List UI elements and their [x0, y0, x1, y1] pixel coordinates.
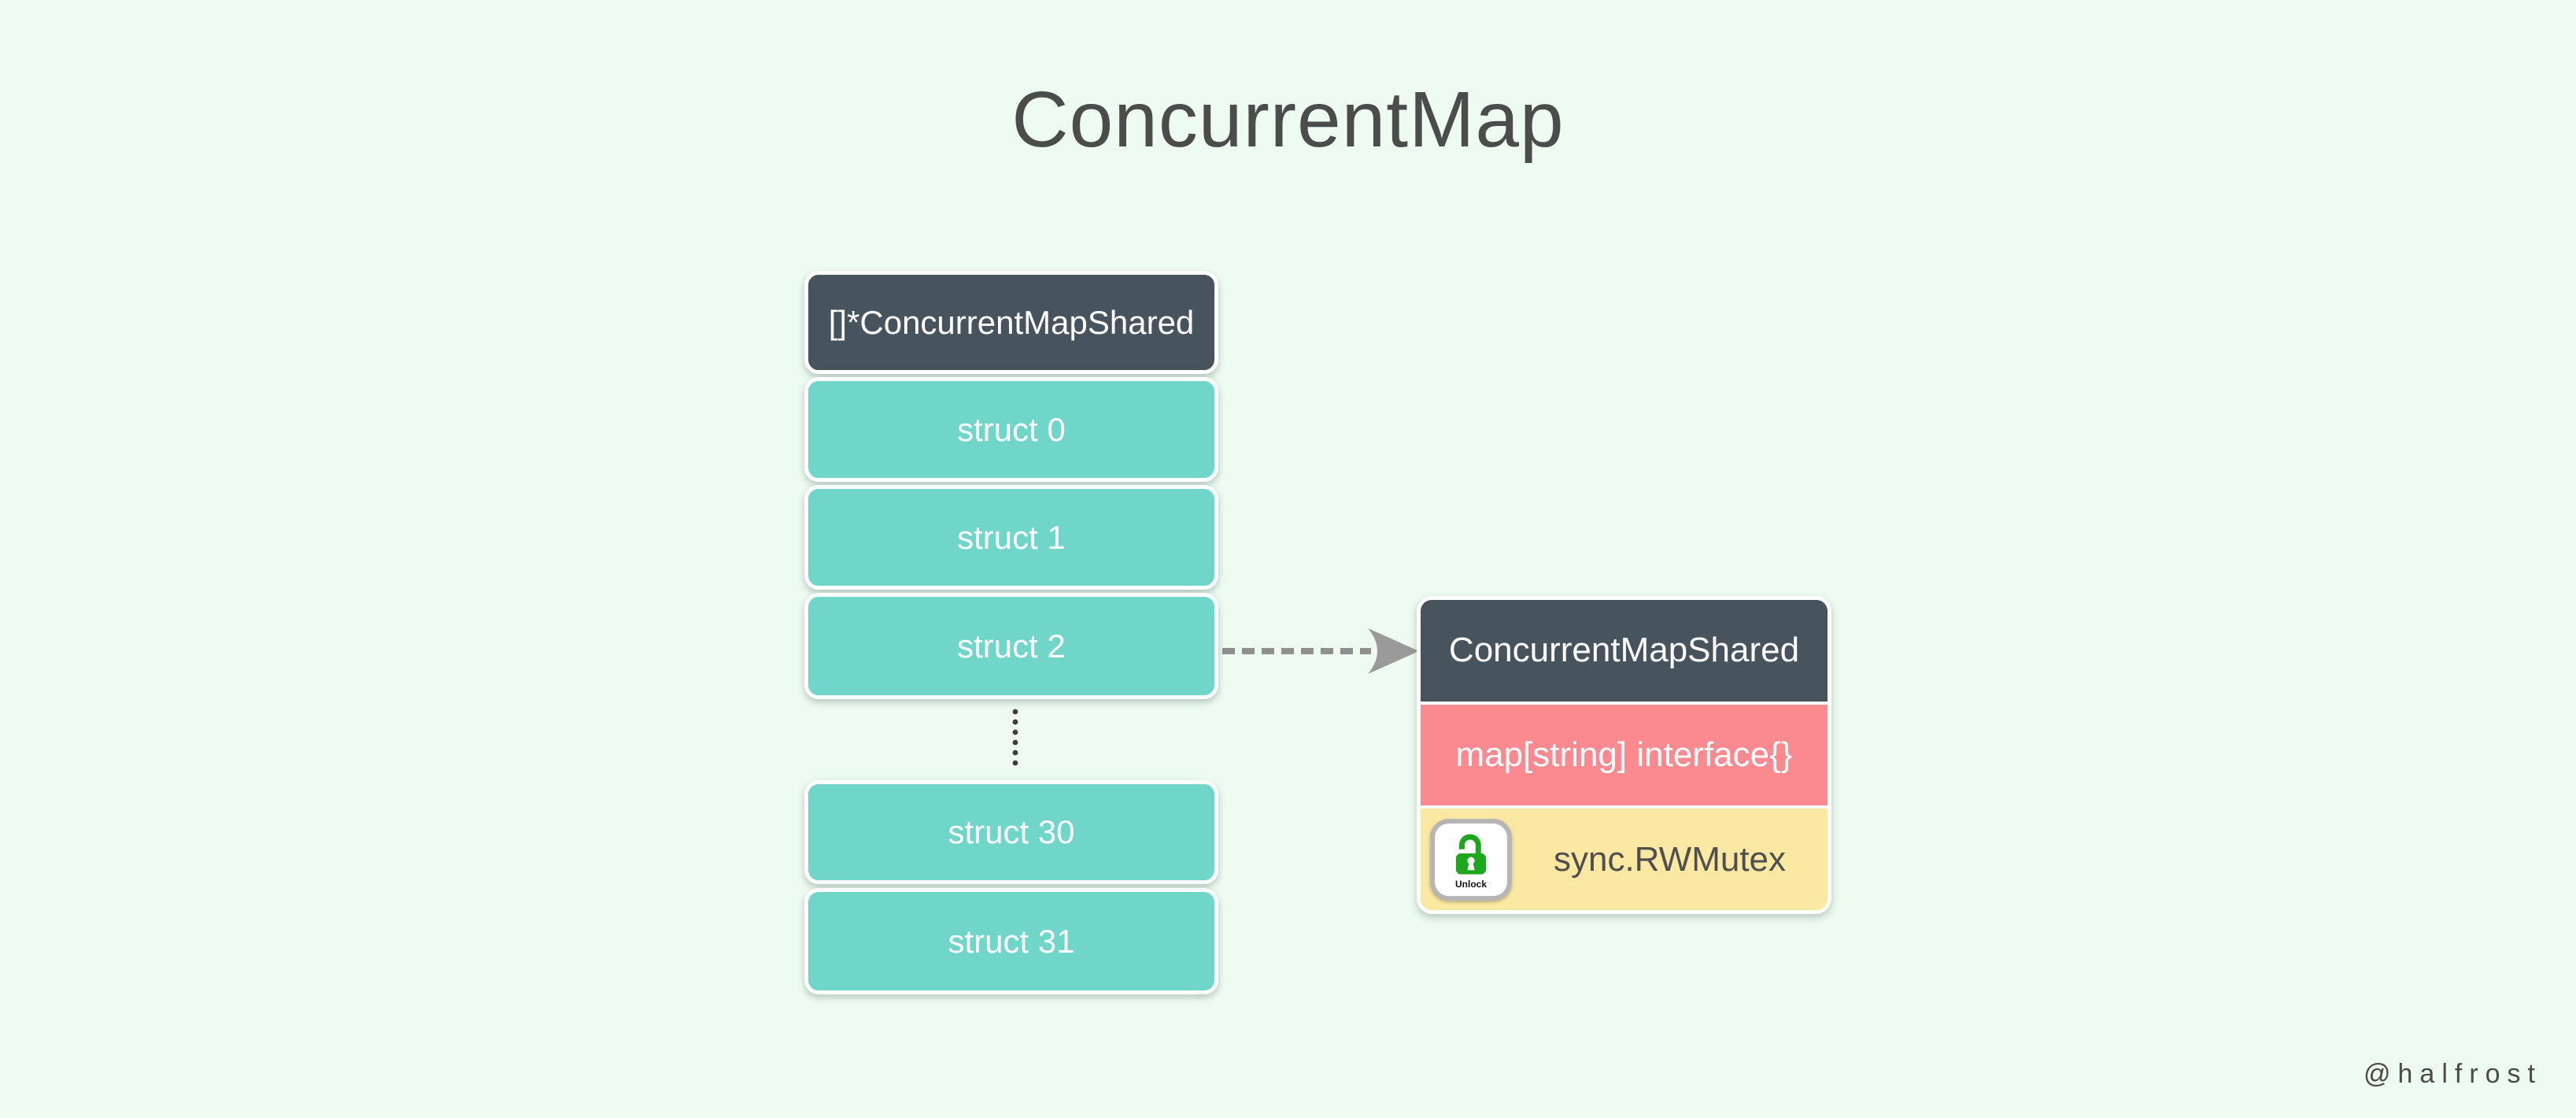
ellipsis-dots-icon — [1012, 709, 1018, 766]
shard-label-31: struct 31 — [948, 922, 1075, 960]
map-field-box: map[string] interface{} — [1421, 704, 1828, 806]
shard-label-2: struct 2 — [957, 627, 1066, 665]
shard-box-1: struct 1 — [804, 485, 1218, 590]
shard-box-30: struct 30 — [804, 780, 1218, 884]
concurrent-map-shared-box: ConcurrentMapShared map[string] interfac… — [1417, 596, 1831, 914]
shard-box-0: struct 0 — [804, 377, 1218, 482]
mutex-field-label: sync.RWMutex — [1553, 839, 1787, 879]
shared-header-box: ConcurrentMapShared — [1421, 600, 1828, 702]
shard-box-31: struct 31 — [804, 888, 1218, 994]
mutex-field-box: Unlock sync.RWMutex — [1421, 809, 1828, 911]
shard-box-2: struct 2 — [804, 593, 1218, 699]
shard-label-1: struct 1 — [957, 518, 1066, 556]
diagram-title: ConcurrentMap — [1011, 76, 1565, 164]
map-field-label: map[string] interface{} — [1455, 735, 1793, 774]
shard-label-30: struct 30 — [948, 813, 1075, 850]
shard-label-0: struct 0 — [957, 410, 1066, 448]
array-header-box: []*ConcurrentMapShared — [804, 271, 1218, 374]
unlock-icon-label: Unlock — [1454, 879, 1487, 890]
pointer-arrowhead-icon — [1368, 628, 1419, 674]
unlock-padlock-glyph — [1455, 834, 1487, 875]
unlock-icon: Unlock — [1430, 818, 1512, 901]
shared-header-label: ConcurrentMapShared — [1448, 631, 1800, 670]
watermark: @halfrost — [2363, 1059, 2542, 1089]
array-header-label: []*ConcurrentMapShared — [828, 303, 1195, 341]
